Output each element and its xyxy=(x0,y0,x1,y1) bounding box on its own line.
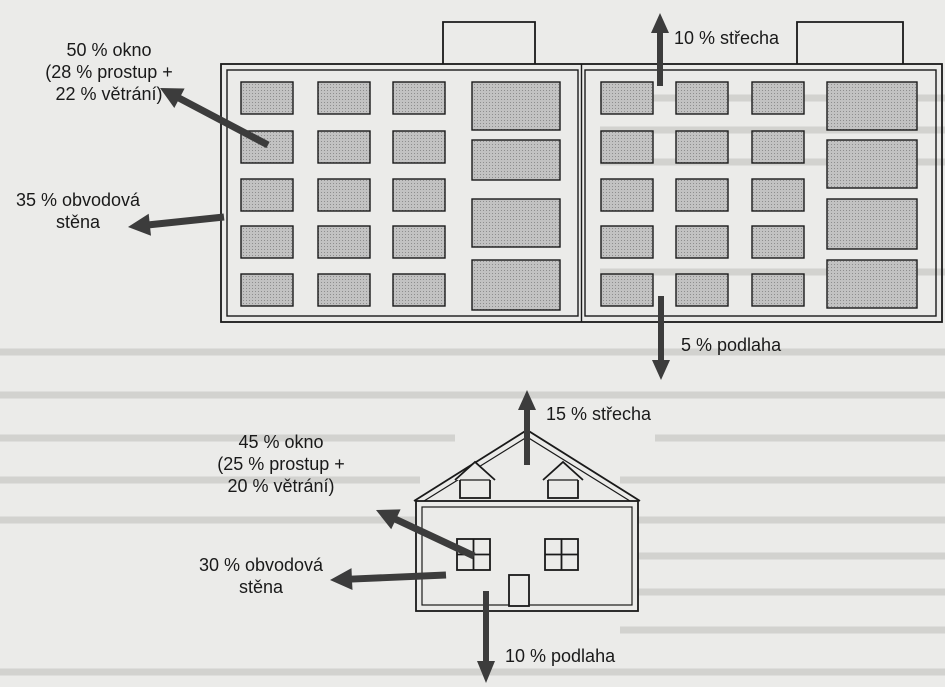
building-window xyxy=(751,225,805,259)
building-window xyxy=(826,259,918,309)
house-floor-loss-label: 10 % podlaha xyxy=(505,646,616,666)
dormer-right xyxy=(542,460,584,499)
house-wall-loss-label: 30 % obvodová stěna xyxy=(198,555,324,597)
building-window xyxy=(317,178,371,212)
building-window xyxy=(317,130,371,164)
building-window xyxy=(600,81,654,115)
house-window-right xyxy=(544,538,579,571)
block-building xyxy=(220,21,943,323)
building-window xyxy=(751,130,805,164)
house-wall-loss-arrow xyxy=(330,568,447,590)
block-floor-loss-arrow xyxy=(652,296,670,380)
house-floor-loss-arrow xyxy=(477,591,495,683)
building-window xyxy=(751,178,805,212)
building-window xyxy=(600,178,654,212)
block-window-loss-label: 50 % okno (28 % prostup + 22 % větrání) xyxy=(45,40,173,104)
heat-loss-arrows xyxy=(128,13,670,683)
building-window xyxy=(240,273,294,307)
building-window xyxy=(240,81,294,115)
house-roof-loss-arrow xyxy=(518,390,536,465)
block-window-loss-arrow xyxy=(160,88,270,149)
building-window xyxy=(392,178,446,212)
building-window xyxy=(675,81,729,115)
building-window xyxy=(600,130,654,164)
building-window xyxy=(317,81,371,115)
building-window xyxy=(751,273,805,307)
block-roof-loss-arrow xyxy=(651,13,669,86)
building-window xyxy=(826,81,918,131)
building-window xyxy=(471,139,561,181)
roof-structure-right xyxy=(796,21,904,64)
roof-structure-left xyxy=(442,21,536,64)
building-window xyxy=(392,225,446,259)
building-window xyxy=(826,139,918,189)
block-wall-loss-label: 35 % obvodová stěna xyxy=(15,190,141,232)
building-window xyxy=(392,130,446,164)
building-window xyxy=(675,178,729,212)
building-window xyxy=(675,273,729,307)
block-floor-loss-label: 5 % podlaha xyxy=(681,335,782,355)
dormer-left xyxy=(454,460,496,499)
building-window xyxy=(317,273,371,307)
block-wall-loss-arrow xyxy=(128,213,225,236)
building-window xyxy=(240,225,294,259)
building-windows xyxy=(240,81,918,311)
house-door xyxy=(508,574,530,607)
house-window-loss-arrow xyxy=(376,509,476,560)
building-window xyxy=(471,81,561,131)
block-roof-loss-label: 10 % střecha xyxy=(674,28,780,48)
building-window xyxy=(392,273,446,307)
building-window xyxy=(675,130,729,164)
building-window xyxy=(471,198,561,248)
building-window xyxy=(751,81,805,115)
building-window xyxy=(471,259,561,311)
house-roof-loss-label: 15 % střecha xyxy=(546,404,652,424)
building-window xyxy=(826,198,918,250)
building-window xyxy=(317,225,371,259)
building-window xyxy=(675,225,729,259)
house-window-loss-label: 45 % okno (25 % prostup + 20 % větrání) xyxy=(217,432,345,496)
building-window xyxy=(392,81,446,115)
building-window xyxy=(600,273,654,307)
building-window xyxy=(600,225,654,259)
family-house xyxy=(413,428,641,612)
building-window xyxy=(240,178,294,212)
